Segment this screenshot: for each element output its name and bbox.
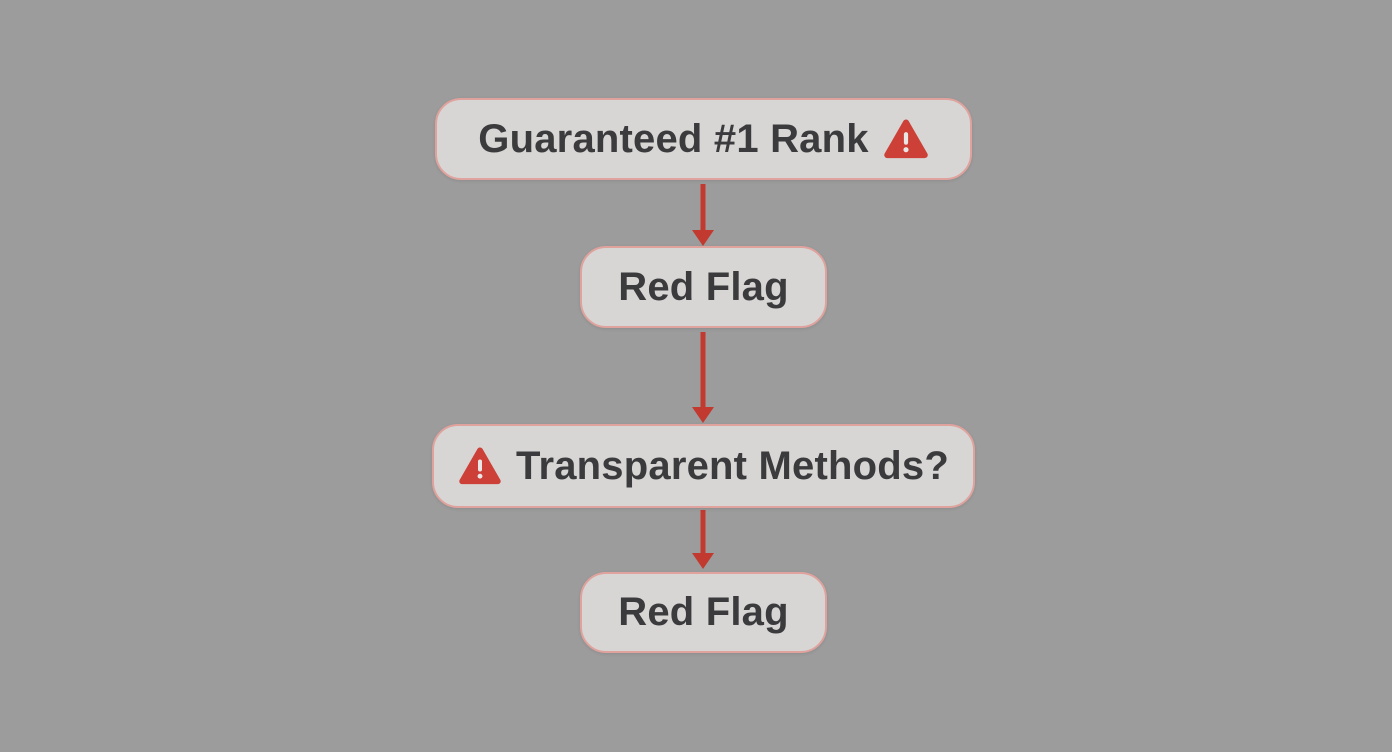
arrow-claim-to-redflag1	[692, 184, 714, 246]
arrow-question-to-redflag2	[692, 510, 714, 569]
node-red-flag-1: Red Flag	[580, 246, 827, 328]
node-red-flag-2: Red Flag	[580, 572, 827, 653]
node-transparent-methods: Transparent Methods?	[432, 424, 975, 508]
node-label: Transparent Methods?	[516, 443, 949, 488]
node-label: Guaranteed #1 Rank	[478, 116, 869, 161]
warning-triangle-icon	[459, 447, 501, 485]
node-label: Red Flag	[618, 264, 789, 309]
arrow-redflag1-to-question	[692, 332, 714, 423]
node-guaranteed-rank: Guaranteed #1 Rank	[435, 98, 972, 180]
warning-triangle-icon	[883, 119, 928, 159]
node-label: Red Flag	[618, 590, 789, 634]
